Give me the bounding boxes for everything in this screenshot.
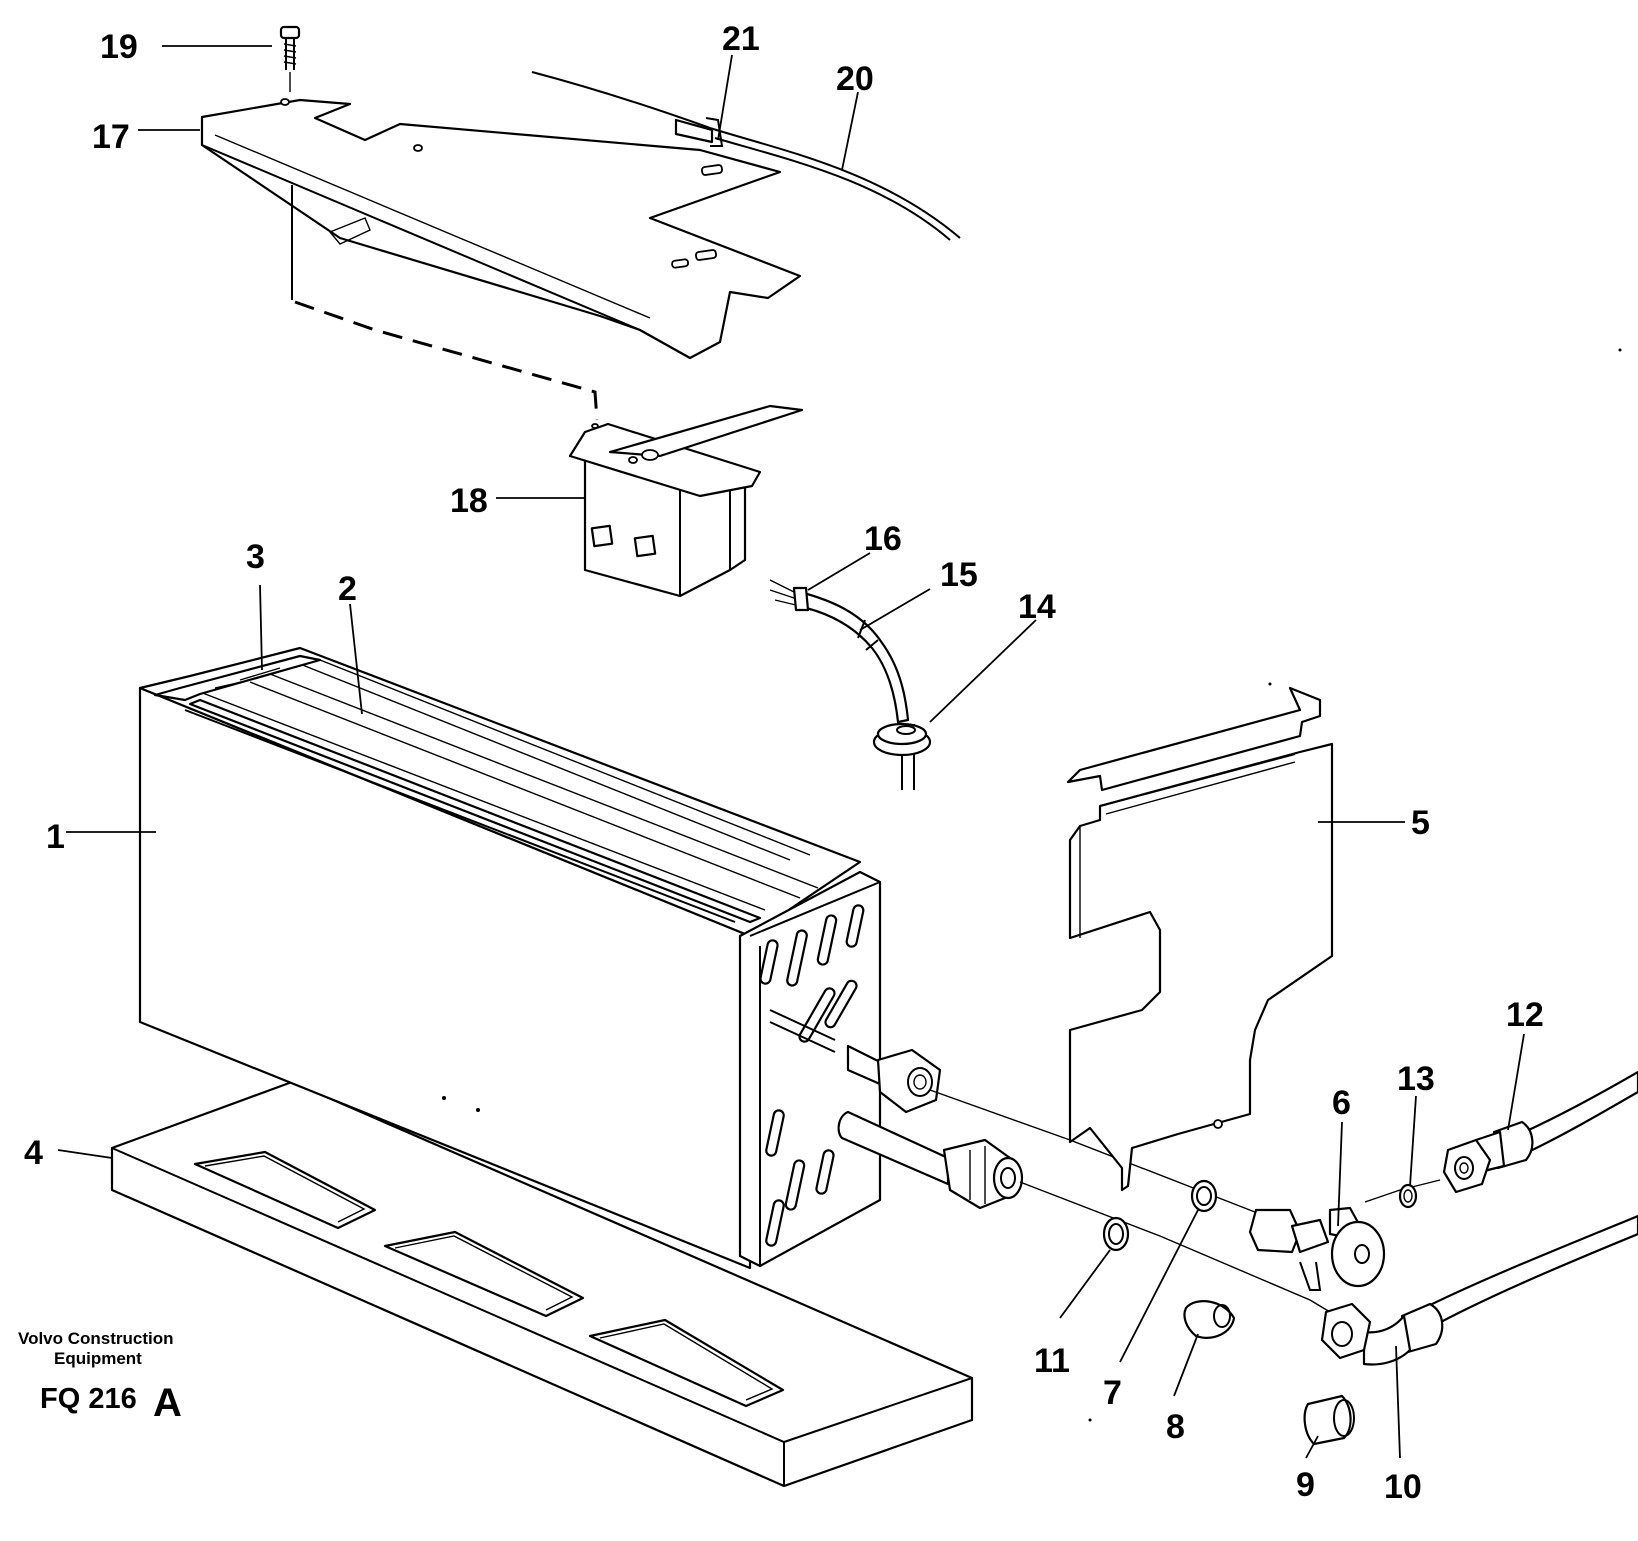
callout-numbers: 1 2 3 4 5 6 7 8 9 10 11 12 13 14 15 16 1… <box>24 20 1544 1506</box>
figure-revision: A <box>153 1381 182 1425</box>
heat-exchanger-end-plate <box>738 870 882 1268</box>
callout-19: 19 <box>100 28 138 66</box>
part-11-o-ring <box>1102 1216 1130 1252</box>
callout-5: 5 <box>1411 804 1430 842</box>
part-20-capillary-tube <box>531 71 961 241</box>
callout-8: 8 <box>1166 1408 1185 1446</box>
callout-15: 15 <box>940 556 978 594</box>
alignment-line <box>294 300 599 421</box>
part-10-hose <box>1320 1214 1638 1366</box>
centerline-right <box>1364 1179 1441 1203</box>
upper-pipe-nut <box>846 1044 942 1114</box>
part-7-o-ring <box>1190 1179 1218 1213</box>
callout-11: 11 <box>1034 1342 1070 1380</box>
part-16-wire-tie <box>792 586 810 612</box>
callout-20: 20 <box>836 60 874 98</box>
callout-14: 14 <box>1018 588 1056 626</box>
callout-21: 21 <box>722 20 760 58</box>
callout-3: 3 <box>246 538 265 576</box>
callout-1: 1 <box>46 818 65 856</box>
callout-17: 17 <box>92 118 130 156</box>
callout-6: 6 <box>1332 1084 1351 1122</box>
brand-line-1: Volvo Construction <box>18 1329 174 1348</box>
lower-pipe-union <box>837 1110 1024 1210</box>
part-8-hose-clamp <box>1183 1300 1236 1339</box>
callout-9: 9 <box>1296 1466 1315 1504</box>
part-15-sensor-lead <box>769 579 915 790</box>
callout-10: 10 <box>1384 1468 1422 1506</box>
part-19-screw <box>279 25 301 92</box>
part-6-valve <box>1248 1206 1386 1291</box>
callout-7: 7 <box>1103 1374 1122 1412</box>
callout-2: 2 <box>338 570 357 608</box>
scan-specks <box>442 348 1622 1422</box>
callout-18: 18 <box>450 482 488 520</box>
part-5-cover-plate <box>1066 686 1334 1192</box>
figure-code: FQ 216 <box>40 1383 137 1415</box>
callout-4: 4 <box>24 1134 43 1172</box>
part-9-sleeve <box>1303 1394 1355 1446</box>
brand-line-2: Equipment <box>54 1349 142 1368</box>
callout-13: 13 <box>1397 1060 1435 1098</box>
part-12-hose <box>1442 1070 1638 1194</box>
part-13-o-ring <box>1398 1183 1418 1209</box>
part-1-heater-housing <box>138 646 862 1270</box>
part-21-clip <box>674 117 724 147</box>
figure-caption: Volvo Construction Equipment FQ 216 A <box>18 1329 182 1425</box>
part-2-filter <box>188 691 766 924</box>
leader-lines <box>57 45 1525 1459</box>
callout-16: 16 <box>864 520 902 558</box>
part-14-grommet <box>872 722 932 757</box>
part-17-bracket <box>200 98 802 360</box>
part-18-thermostat <box>568 404 804 598</box>
part-3-foam-strip <box>153 654 322 702</box>
callout-12: 12 <box>1506 996 1544 1034</box>
part-4-base-plate <box>110 1080 974 1488</box>
